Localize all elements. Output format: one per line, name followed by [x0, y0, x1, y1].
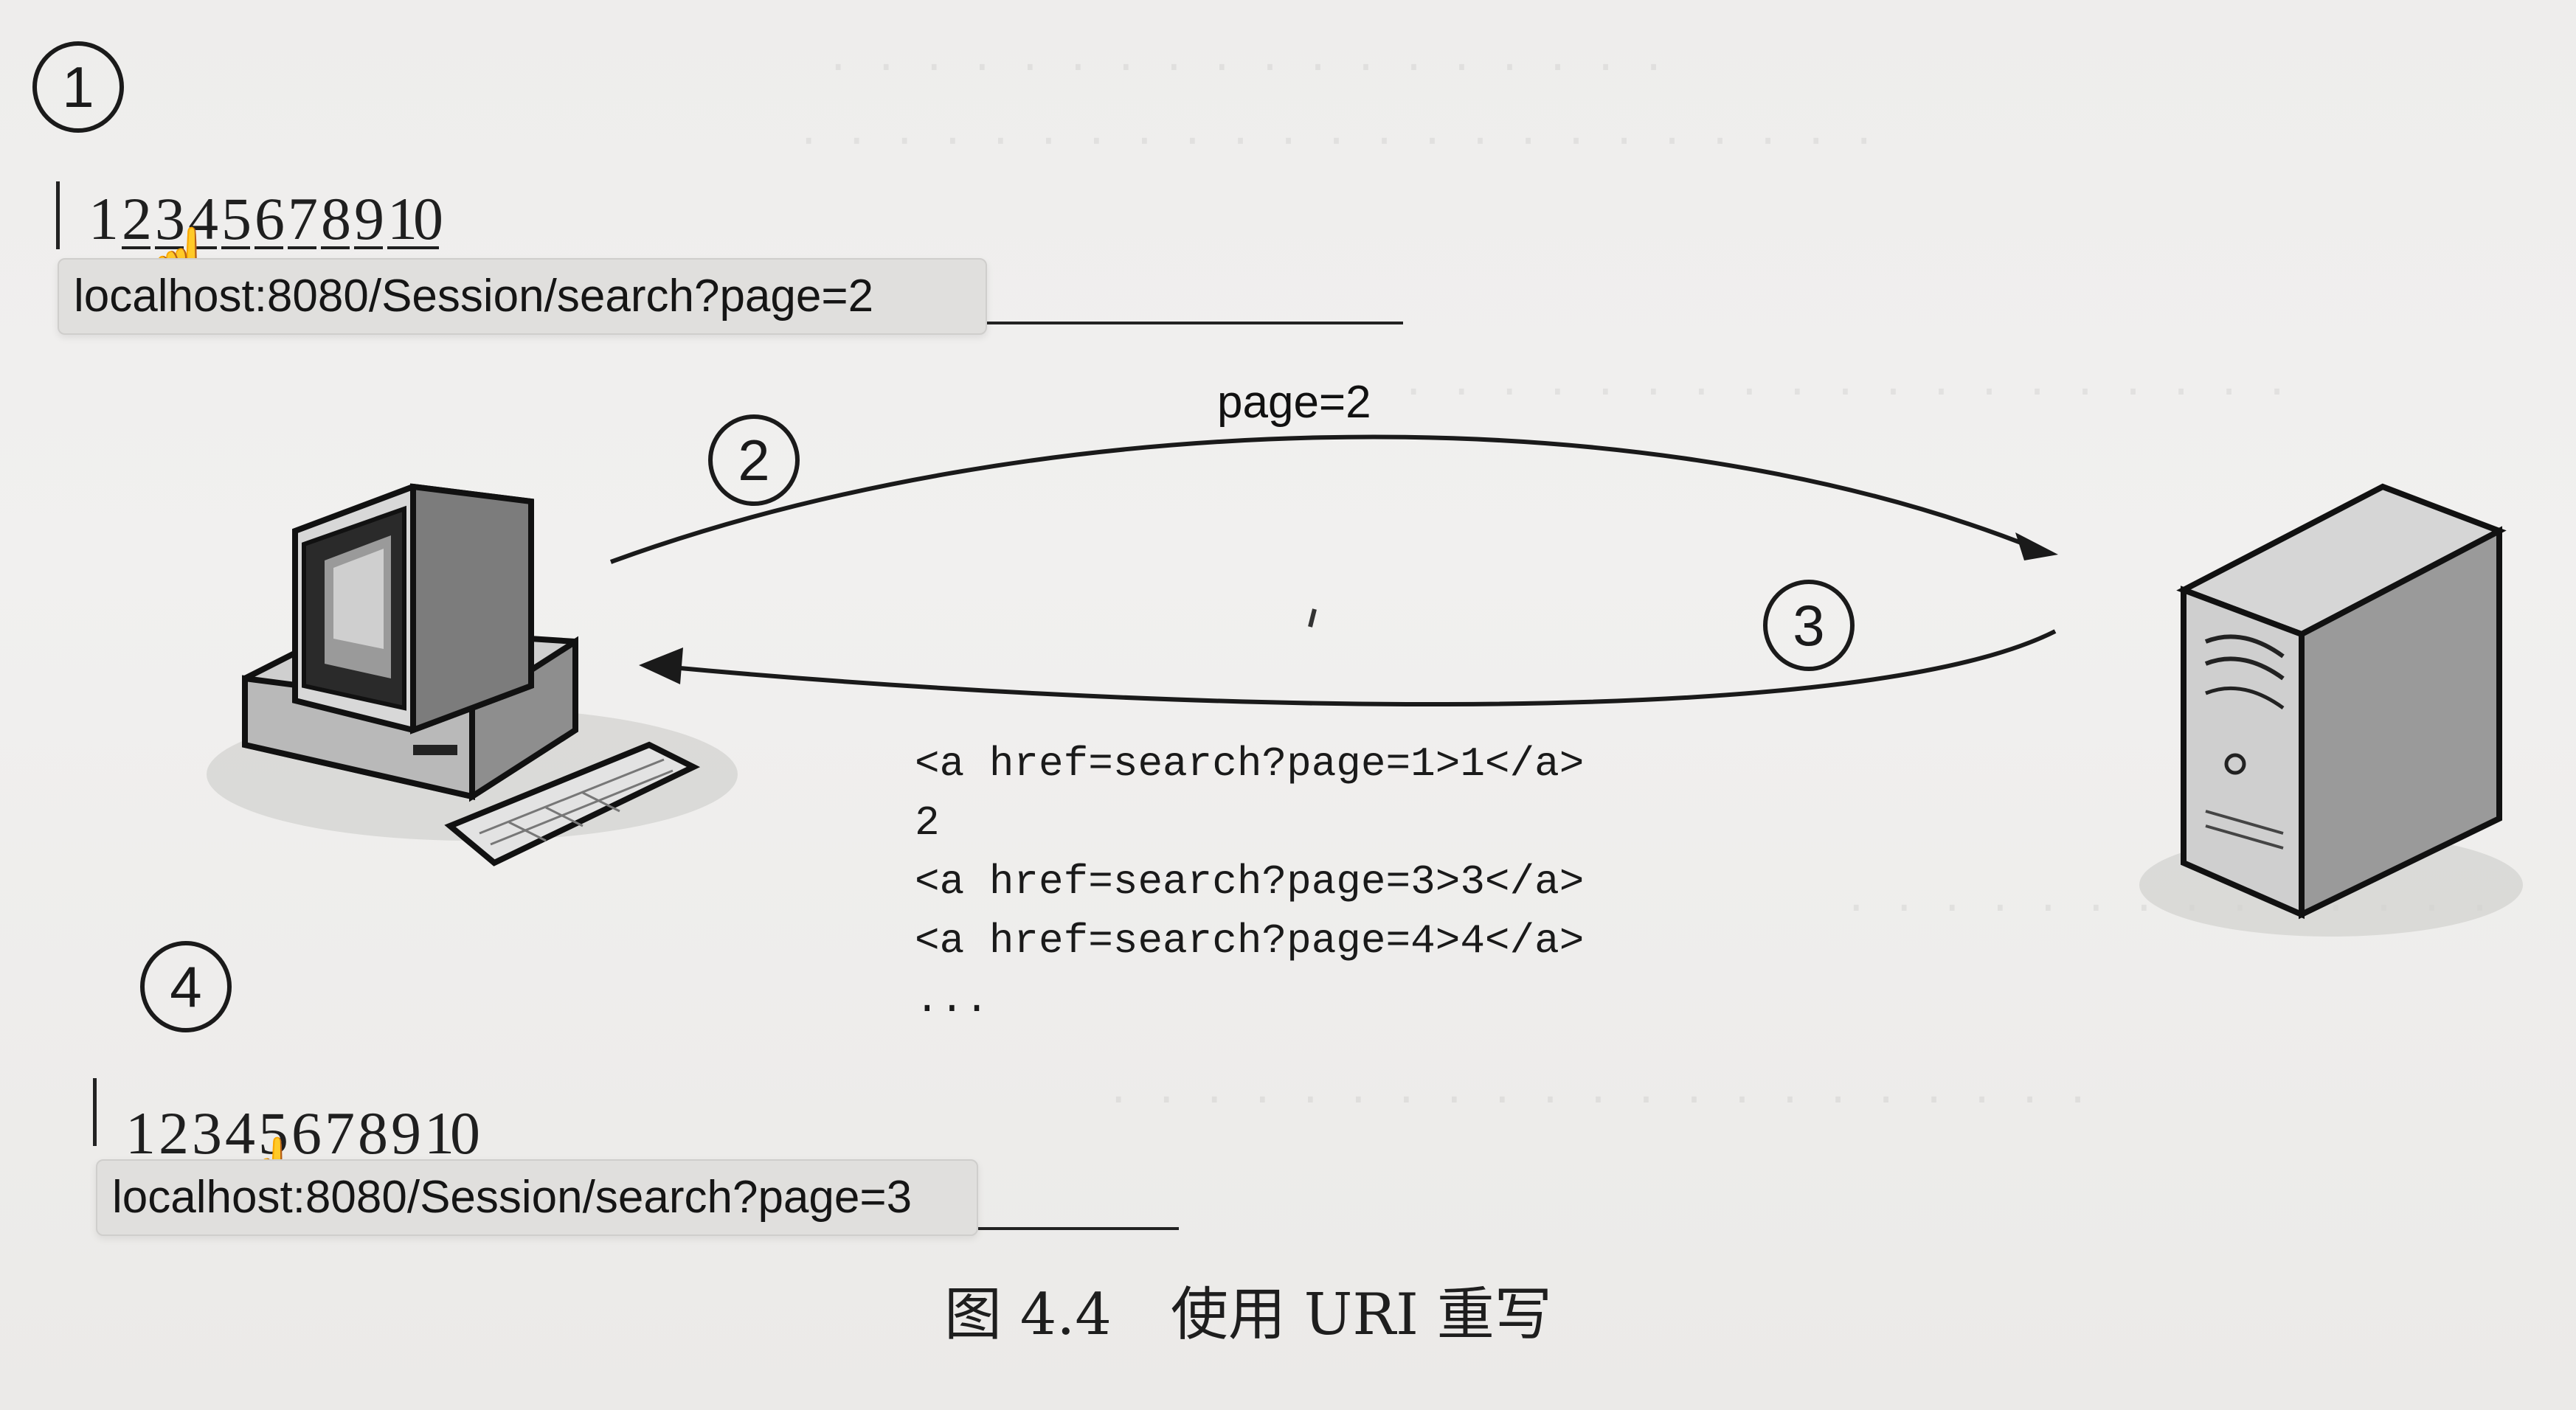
pager_top-page-link-8[interactable]: 8	[321, 185, 351, 252]
bleed-through-text: · · · · · · · · · · · · · · · · · · · · …	[797, 118, 1876, 164]
pager_bottom-page-link-10[interactable]: 10	[424, 1100, 480, 1167]
text-cursor	[93, 1078, 97, 1146]
pager_top-page-link-9[interactable]: 9	[354, 185, 384, 252]
status-bar-underline-bottom	[978, 1227, 1179, 1230]
pager_top-page-link-1: 1	[89, 185, 119, 252]
bleed-through-text: · · · · · · · · · · · · · · · · · · ·	[1402, 369, 2289, 415]
pager_bottom-page-link-4[interactable]: 4	[225, 1100, 255, 1167]
request-arrow	[609, 434, 2037, 564]
status-bar-url-top: localhost:8080/Session/search?page=2	[58, 258, 987, 335]
pager_bottom-page-link-2: 2	[159, 1100, 189, 1167]
stray-mark	[1308, 608, 1317, 628]
pager_bottom-page-link-7[interactable]: 7	[325, 1100, 355, 1167]
pager_top-page-link-10[interactable]: 10	[387, 185, 443, 252]
response-code-line: <a href=search?page=1>1</a>	[915, 740, 1585, 788]
caption-number: 图 4.4	[944, 1282, 1112, 1348]
step-4-marker: 4	[140, 941, 232, 1032]
status-bar-url-bottom: localhost:8080/Session/search?page=3	[96, 1159, 978, 1236]
pager_top-page-link-4[interactable]: 4	[188, 185, 218, 252]
pager_bottom-page-link-8[interactable]: 8	[358, 1100, 388, 1167]
response-html-code: <a href=search?page=1>1</a> 2 <a href=sear…	[915, 734, 1584, 1029]
text-cursor	[56, 181, 60, 249]
status-bar-underline-top	[987, 322, 1403, 324]
pager_top-page-link-3[interactable]: 3	[155, 185, 185, 252]
response-code-line: <a href=search?page=3>3</a>	[915, 858, 1585, 906]
pager_bottom-page-link-6[interactable]: 6	[291, 1100, 322, 1167]
figure-caption: 图 4.4 使用 URI 重写	[944, 1268, 1552, 1351]
step-1-marker: 1	[32, 41, 124, 133]
response-code-line: <a href=search?page=4>4</a>	[915, 917, 1585, 965]
request-label: page=2	[1217, 377, 1371, 428]
step-3-marker: 3	[1763, 580, 1855, 671]
caption-text: 使用 URI 重写	[1170, 1282, 1552, 1348]
pager_bottom-page-link-9[interactable]: 9	[391, 1100, 421, 1167]
pager_top-page-link-5[interactable]: 5	[221, 185, 252, 252]
response-code-line: 2	[915, 799, 940, 847]
pager_bottom-page-link-1[interactable]: 1	[125, 1100, 156, 1167]
pager_bottom-page-link-3[interactable]: 3	[192, 1100, 222, 1167]
response-code-line: ...	[915, 976, 989, 1024]
response-arrow	[663, 629, 2057, 706]
step-2-marker: 2	[708, 414, 800, 506]
pager_bottom-page-link-5[interactable]: 5	[258, 1100, 288, 1167]
response-arrowhead	[639, 647, 683, 684]
desktop-computer-icon	[207, 483, 738, 867]
pager_top-page-link-2[interactable]: 2	[122, 185, 152, 252]
tower-server-icon	[2139, 483, 2523, 937]
request-arrowhead	[2015, 532, 2058, 560]
bleed-through-text: · · · · · · · · · · · · · · · · · ·	[826, 44, 1666, 91]
pager_top-page-link-6[interactable]: 6	[255, 185, 285, 252]
bleed-through-text: · · · · · · · · · · · · · · · · · · · · …	[1107, 1077, 2090, 1123]
pager_top-page-link-7[interactable]: 7	[288, 185, 318, 252]
